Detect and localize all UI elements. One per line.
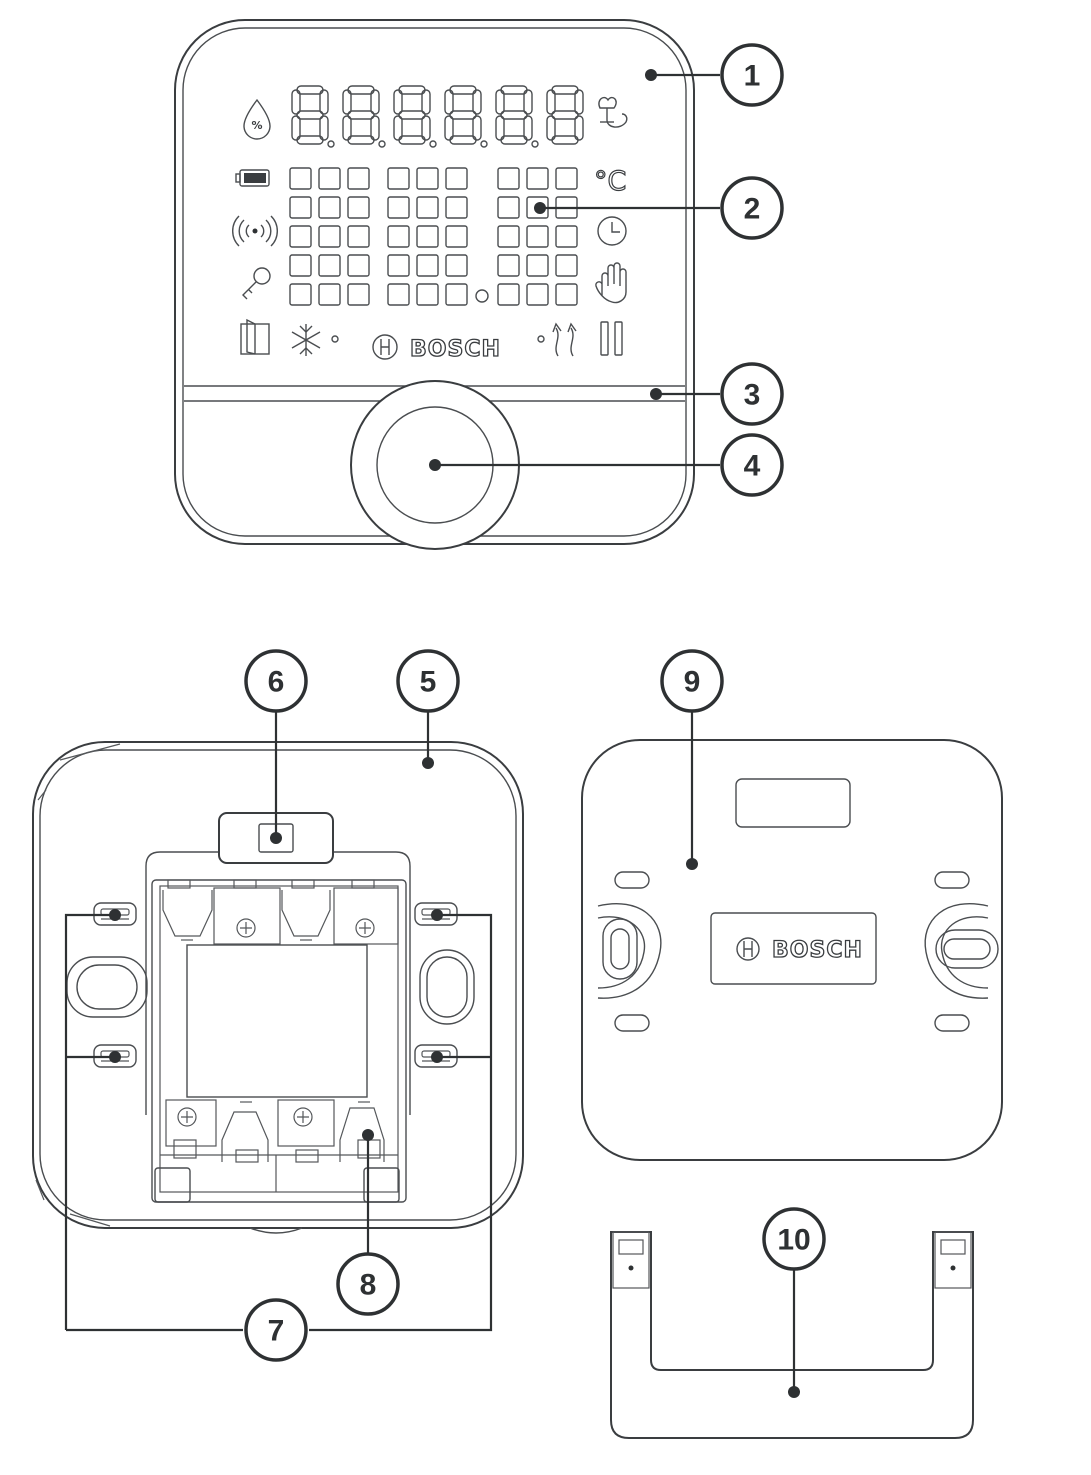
wall-plate-window: [735, 778, 851, 828]
callout-8: 8: [336, 1252, 400, 1316]
svg-text:6: 6: [268, 666, 285, 699]
battery-insert: [186, 944, 368, 1098]
celsius-unit-label: °C: [594, 166, 626, 197]
cooling-snowflake-icon: [291, 324, 339, 356]
wall-plate: BOSCH: [581, 739, 1003, 1161]
svg-text:10: 10: [777, 1224, 810, 1257]
back-housing-inner: [39, 749, 517, 1221]
heating-icon: [537, 322, 577, 357]
battery-compartment-frame: [145, 851, 411, 1115]
bosch-logo-front: BOSCH: [372, 334, 501, 363]
svg-text:7: 7: [268, 1315, 285, 1348]
callout-3: 3: [720, 362, 784, 426]
callout-10: 10: [762, 1207, 826, 1271]
wall-plate-screw-slot-right: [924, 903, 999, 999]
dot-matrix-display: [290, 168, 577, 305]
battery-icon: [235, 169, 270, 187]
window-open-icon: [240, 318, 270, 355]
back-view: [32, 741, 524, 1234]
wireless-signal-icon: [232, 215, 278, 247]
mounting-slot-left: [66, 956, 148, 1018]
svg-text:4: 4: [744, 450, 761, 483]
callout-5: 5: [396, 649, 460, 713]
wall-plate-label-area: [710, 912, 877, 985]
key-lock-icon: [242, 267, 271, 300]
svg-text:9: 9: [684, 666, 701, 699]
callout-6: 6: [244, 649, 308, 713]
callout-2: 2: [720, 176, 784, 240]
svg-text:1: 1: [744, 60, 761, 93]
wall-plate-screw-slot-left: [597, 903, 662, 999]
eco-leaf-icon: [598, 96, 628, 128]
svg-text:2: 2: [744, 193, 761, 226]
callout-9: 9: [660, 649, 724, 713]
seven-segment-display: [291, 85, 584, 148]
svg-text:3: 3: [744, 379, 761, 412]
humidity-icon: %: [243, 98, 271, 140]
svg-text:BOSCH: BOSCH: [772, 938, 863, 963]
table-stand: [610, 1231, 974, 1439]
svg-text:%: %: [251, 119, 262, 132]
mounting-slot-right: [419, 949, 475, 1025]
svg-text:8: 8: [360, 1269, 377, 1302]
pause-icon: [600, 321, 623, 356]
callout-7: 7: [244, 1298, 308, 1362]
svg-text:BOSCH: BOSCH: [410, 337, 501, 362]
manual-hand-icon: [595, 262, 627, 304]
leader-lines: [64, 69, 800, 1398]
callout-4: 4: [720, 433, 784, 497]
callout-1: 1: [720, 43, 784, 107]
back-housing-outer: [32, 741, 524, 1229]
battery-contacts-top: [162, 879, 399, 945]
svg-text:5: 5: [420, 666, 437, 699]
bosch-logo-wall-plate: BOSCH: [736, 937, 863, 964]
battery-contacts-bottom: [165, 1099, 385, 1163]
clock-icon: [597, 216, 627, 246]
wall-plate-outline: [581, 739, 1003, 1161]
